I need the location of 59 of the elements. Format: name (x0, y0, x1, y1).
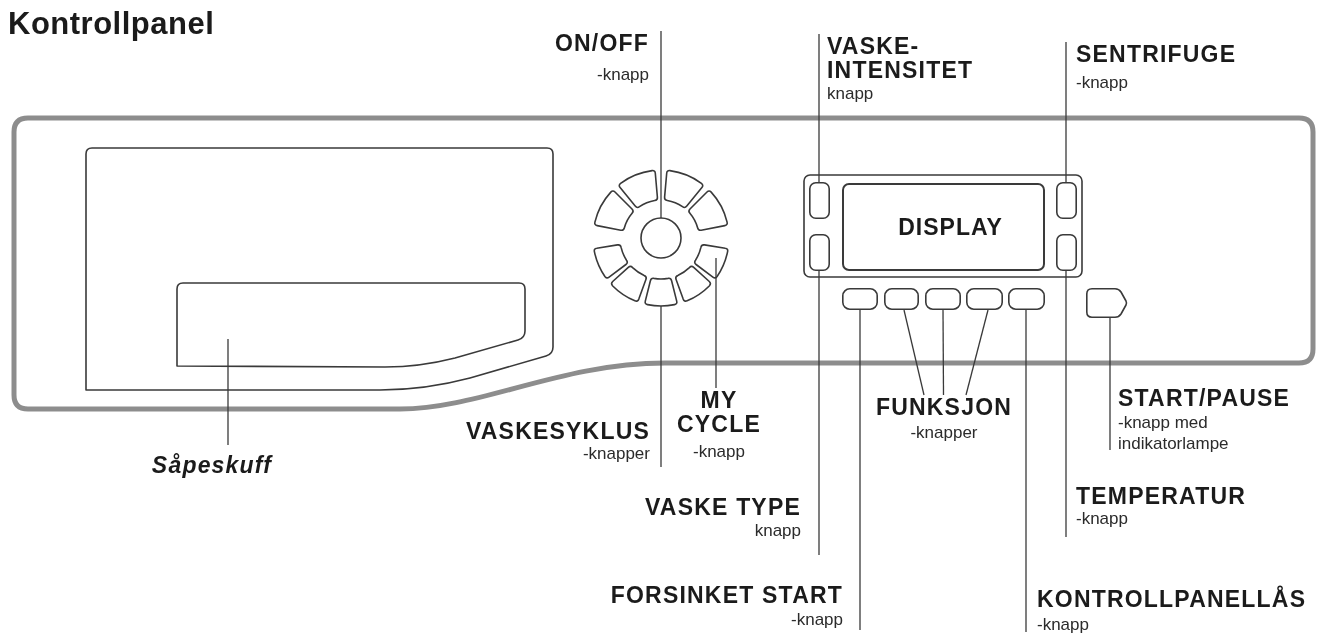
leader-line (715, 257, 717, 389)
callout-title: VASKESYKLUS (465, 419, 650, 443)
callout-title: Såpeskuff (151, 453, 273, 477)
dial-button (663, 169, 705, 210)
leader-line (942, 309, 945, 396)
start-pause-button (1085, 287, 1128, 319)
leader-line (965, 309, 989, 396)
callout-title: ON/OFF (554, 31, 649, 55)
display-screen: DISPLAY (842, 183, 1045, 271)
leader-line (1065, 270, 1067, 538)
side-button (809, 182, 830, 219)
dial-button (617, 169, 659, 210)
callout-note: knapp (827, 83, 874, 104)
dial-button (593, 188, 636, 232)
callout-title: KONTROLLPANELLÅS (1037, 587, 1307, 611)
callout-title: FORSINKET START (610, 583, 843, 607)
dial-button (692, 243, 730, 280)
callout-title: START/PAUSE (1118, 386, 1291, 410)
callout-note: knapp (754, 520, 801, 541)
panel-button (1008, 288, 1045, 310)
panel-button (925, 288, 961, 310)
side-button (1056, 234, 1077, 271)
panel-button (884, 288, 919, 310)
callout-note: -knapp (791, 609, 843, 630)
panel-button (842, 288, 878, 310)
callout-title: FUNKSJON (875, 395, 1013, 419)
callout-note: -knapper (582, 443, 650, 464)
callout-title: MY CYCLE (677, 388, 761, 436)
callout-note: -knapp med indikatorlampe (1118, 412, 1230, 454)
callout-note: -knapper (910, 422, 978, 443)
diagram-title: Kontrollpanel (8, 6, 215, 42)
leader-line (818, 270, 820, 556)
callout-note: -knapp (1076, 72, 1128, 93)
leader-line (1109, 317, 1111, 451)
dial-button (674, 264, 713, 303)
callout-note: -knapp (1037, 614, 1089, 635)
leader-line (818, 33, 820, 183)
dial-button (609, 264, 648, 303)
panel-button (966, 288, 1003, 310)
leader-line (660, 30, 662, 219)
side-button (809, 234, 830, 271)
leader-line (227, 338, 229, 446)
callout-title: TEMPERATUR (1076, 484, 1246, 508)
leader-line (903, 309, 925, 396)
side-button (1056, 182, 1077, 219)
callout-note: -knapp (1076, 508, 1128, 529)
dial-button (686, 188, 729, 232)
soap-drawer (85, 147, 554, 391)
callout-note: -knapp (597, 64, 649, 85)
leader-line (859, 309, 861, 631)
callout-title: VASKE- INTENSITET (827, 34, 974, 82)
leader-line (1065, 41, 1067, 183)
callout-note: -knapp (693, 441, 745, 462)
leader-line (1025, 309, 1027, 633)
leader-line (660, 305, 662, 468)
callout-title: SENTRIFUGE (1076, 42, 1237, 66)
dial-button (592, 243, 630, 280)
callout-title: VASKE TYPE (645, 495, 801, 519)
power-button (640, 217, 682, 259)
